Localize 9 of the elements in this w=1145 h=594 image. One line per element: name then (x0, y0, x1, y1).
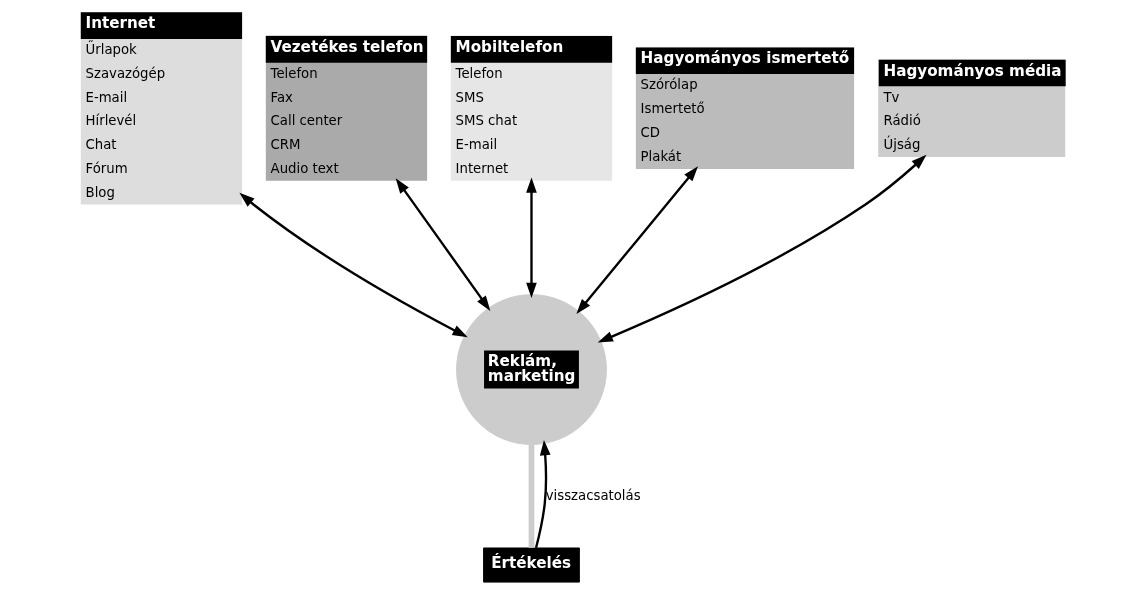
arrow (525, 177, 537, 298)
connector (528, 444, 534, 548)
node-box: Értékelés (482, 547, 580, 583)
arrow (395, 178, 490, 311)
arrow (238, 192, 468, 338)
arrow (534, 440, 551, 549)
arrow (597, 154, 926, 343)
arrow (575, 166, 698, 315)
edge-label: visszacsatolás (545, 487, 641, 503)
